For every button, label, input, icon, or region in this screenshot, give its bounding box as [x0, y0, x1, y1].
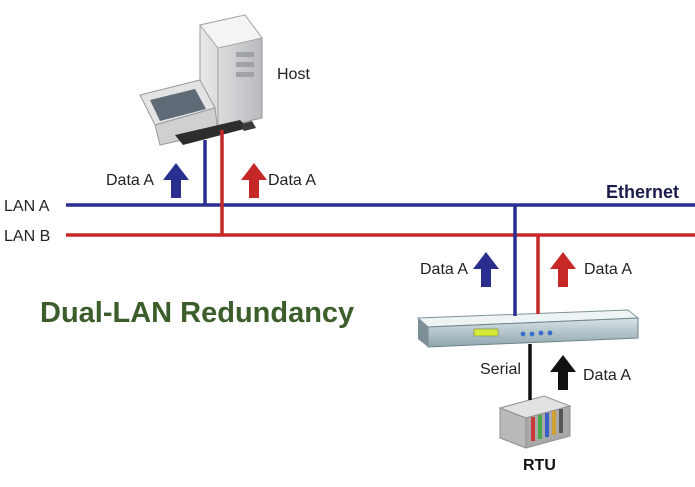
rtu-device-icon — [498, 395, 572, 449]
rtu-label: RTU — [523, 457, 556, 474]
up-arrow-icon — [550, 252, 576, 287]
up-arrow-icon — [550, 355, 576, 390]
ethernet-label: Ethernet — [606, 182, 679, 202]
serial-label: Serial — [480, 361, 521, 378]
data-label: Data A — [583, 367, 631, 384]
host-computer-icon — [139, 14, 263, 146]
data-label: Data A — [268, 172, 316, 189]
diagram-title: Dual-LAN Redundancy — [40, 297, 354, 329]
lan-b-label: LAN B — [4, 228, 50, 245]
up-arrow-icon — [473, 252, 499, 287]
data-label: Data A — [420, 261, 468, 278]
lan-a-label: LAN A — [4, 198, 50, 215]
data-label: Data A — [106, 172, 154, 189]
data-label: Data A — [584, 261, 632, 278]
up-arrow-icon — [241, 163, 267, 198]
host-label: Host — [277, 66, 310, 83]
device-server-icon — [416, 309, 640, 348]
up-arrow-icon — [163, 163, 189, 198]
